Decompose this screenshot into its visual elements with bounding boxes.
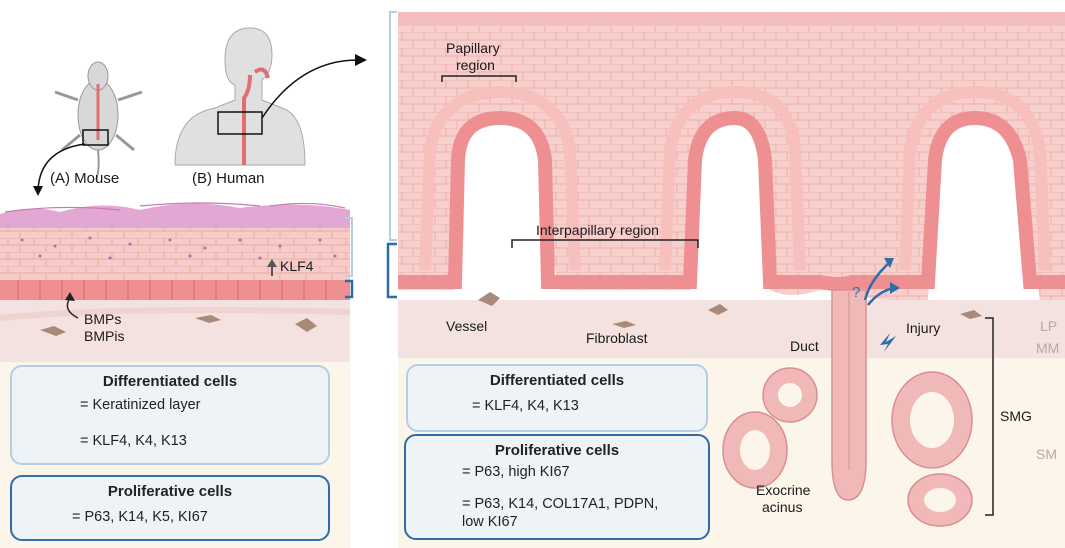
human-prol-item2a: = P63, K14, COL17A1, PDPN, xyxy=(462,496,659,512)
mouse-prol-title: Proliferative cells xyxy=(107,483,233,500)
human-figure xyxy=(174,27,367,166)
mouse-diff-legend: Differentiated cells = Keratinized layer… xyxy=(10,365,330,465)
interpapillary-label: Interpapillary region xyxy=(536,222,659,238)
human-prol-item2b: low KI67 xyxy=(462,514,518,530)
exocrine-label-2: acinus xyxy=(762,499,803,515)
mouse-figure xyxy=(33,61,143,196)
human-prol-legend: Proliferative cells = P63, high KI67 = P… xyxy=(404,434,710,540)
mouse-diff-title: Differentiated cells xyxy=(102,373,238,390)
human-diff-legend: Differentiated cells = KLF4, K4, K13 xyxy=(406,364,708,432)
mouse-label: (A) Mouse xyxy=(50,170,120,187)
human-diff-title: Differentiated cells xyxy=(489,372,625,389)
papillary-label-2: region xyxy=(456,57,495,73)
bmps-label: BMPs xyxy=(84,311,122,327)
mm-label: MM xyxy=(1036,340,1060,356)
duct-label: Duct xyxy=(790,338,819,354)
vessel-label: Vessel xyxy=(446,318,488,334)
smg-label: SMG xyxy=(1000,408,1032,424)
mouse-diff-item2: = KLF4, K4, K13 xyxy=(80,433,187,449)
papillary-label-1: Papillary xyxy=(446,40,500,56)
human-label: (B) Human xyxy=(192,170,265,187)
sm-label: SM xyxy=(1036,446,1057,462)
lp-label: LP xyxy=(1040,318,1058,334)
mouse-prol-legend: Proliferative cells = P63, K14, K5, KI67 xyxy=(10,475,330,541)
injury-label: Injury xyxy=(906,320,941,336)
mouse-diff-item1: = Keratinized layer xyxy=(80,397,201,413)
klf4-label: KLF4 xyxy=(280,258,314,274)
human-prol-item1: = P63, high KI67 xyxy=(462,464,570,480)
human-prol-title: Proliferative cells xyxy=(494,442,620,459)
exocrine-label-1: Exocrine xyxy=(756,482,811,498)
question-mark: ? xyxy=(852,284,861,301)
mouse-prol-item1: = P63, K14, K5, KI67 xyxy=(72,509,208,525)
fibroblast-label: Fibroblast xyxy=(586,330,648,346)
bmpis-label: BMPis xyxy=(84,328,125,344)
human-diff-item1: = KLF4, K4, K13 xyxy=(472,398,579,414)
